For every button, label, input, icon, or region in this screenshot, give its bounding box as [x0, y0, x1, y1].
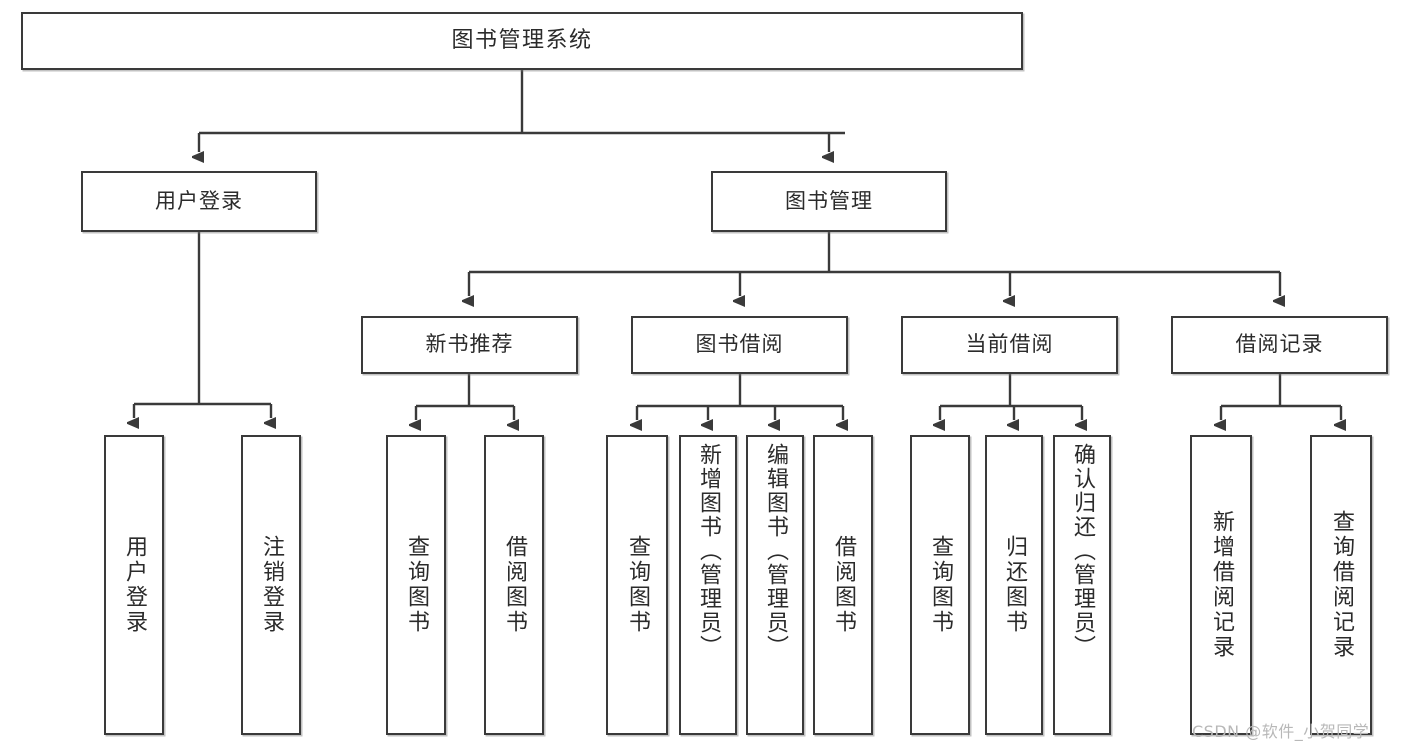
leaf-edit-book-admin-label: 编辑图书（管理员）	[763, 443, 788, 659]
node-borrow-record-label: 借阅记录	[1235, 332, 1324, 357]
leaf-query-borrow-record-label: 查询借阅记录	[1329, 510, 1354, 660]
node-book-borrow[interactable]: 图书借阅	[631, 316, 848, 374]
node-book-borrow-label: 图书借阅	[695, 332, 784, 357]
leaf-borrow-book-label: 借阅图书	[831, 535, 856, 635]
node-current-borrow[interactable]: 当前借阅	[901, 316, 1118, 374]
leaf-logout[interactable]: 注销登录	[241, 435, 301, 735]
node-user-login[interactable]: 用户登录	[81, 171, 317, 232]
node-user-login-label: 用户登录	[155, 188, 243, 213]
csdn-watermark: CSDN @软件_小贺同学	[1192, 722, 1370, 741]
leaf-return-book-label: 归还图书	[1002, 535, 1027, 635]
leaf-logout-label: 注销登录	[259, 535, 284, 635]
leaf-add-book-admin-label: 新增图书（管理员）	[696, 443, 721, 659]
node-root-label: 图书管理系统	[451, 27, 593, 53]
leaf-add-borrow-record[interactable]: 新增借阅记录	[1190, 435, 1252, 735]
leaf-add-borrow-record-label: 新增借阅记录	[1209, 510, 1234, 660]
leaf-borrow-book-recommend-label: 借阅图书	[502, 535, 527, 635]
node-new-book-recommend[interactable]: 新书推荐	[361, 316, 578, 374]
leaf-user-login[interactable]: 用户登录	[104, 435, 164, 735]
node-root[interactable]: 图书管理系统	[21, 12, 1023, 70]
leaf-query-book-borrow[interactable]: 查询图书	[606, 435, 668, 735]
leaf-add-book-admin[interactable]: 新增图书（管理员）	[679, 435, 737, 735]
leaf-user-login-label: 用户登录	[122, 535, 147, 635]
node-borrow-record[interactable]: 借阅记录	[1171, 316, 1388, 374]
leaf-confirm-return-admin[interactable]: 确认归还（管理员）	[1053, 435, 1111, 735]
leaf-borrow-book-recommend[interactable]: 借阅图书	[484, 435, 544, 735]
node-book-manage[interactable]: 图书管理	[711, 171, 947, 232]
leaf-query-book-recommend-label: 查询图书	[404, 535, 429, 635]
leaf-query-book-borrow-label: 查询图书	[625, 535, 650, 635]
node-current-borrow-label: 当前借阅	[965, 332, 1054, 357]
node-new-book-recommend-label: 新书推荐	[425, 332, 514, 357]
leaf-edit-book-admin[interactable]: 编辑图书（管理员）	[746, 435, 804, 735]
leaf-query-book-current[interactable]: 查询图书	[910, 435, 970, 735]
leaf-borrow-book[interactable]: 借阅图书	[813, 435, 873, 735]
leaf-query-book-current-label: 查询图书	[928, 535, 953, 635]
leaf-return-book[interactable]: 归还图书	[985, 435, 1043, 735]
leaf-confirm-return-admin-label: 确认归还（管理员）	[1070, 443, 1095, 659]
leaf-query-book-recommend[interactable]: 查询图书	[386, 435, 446, 735]
leaf-query-borrow-record[interactable]: 查询借阅记录	[1310, 435, 1372, 735]
node-book-manage-label: 图书管理	[785, 188, 873, 213]
